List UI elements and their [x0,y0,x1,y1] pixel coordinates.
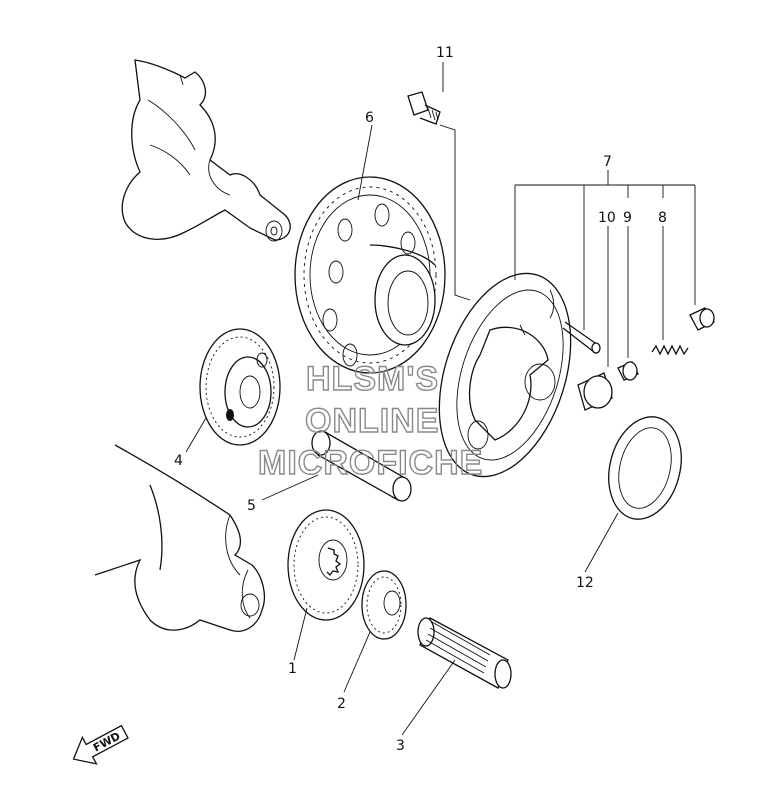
callout-2: 2 [337,696,346,712]
callout-8: 8 [658,210,667,226]
bolt [407,91,441,125]
forward-direction-arrow: FWD [72,724,129,765]
starter-shaft-assembly [94,444,266,632]
watermark-line-2: ONLINE [305,402,439,440]
drive-gear [361,570,407,640]
clutch-pin [562,321,601,354]
callout-1: 1 [288,661,297,677]
thrust-washer [608,416,682,520]
callout-11: 11 [436,45,454,61]
crankshaft [121,59,291,242]
callout-4: 4 [174,453,183,469]
watermark-line-3: MICROFICHE [258,444,483,482]
primary-gear [287,509,365,621]
clutch-plunger [617,361,639,381]
watermark: HLSM'S ONLINE MICROFICHE [257,359,483,482]
spring-cap [689,307,715,331]
idle-gear-shaft [311,430,412,502]
starter-wheel-gear [294,176,446,374]
callout-3: 3 [396,738,405,754]
callout-7: 7 [603,154,612,170]
watermark-line-1: HLSM'S [306,360,439,398]
callout-10: 10 [598,210,616,226]
starter-clutch-assembly [438,272,572,478]
clutch-roller [577,372,613,411]
callout-6: 6 [365,110,374,126]
callout-9: 9 [623,210,632,226]
callout-5: 5 [247,498,256,514]
idle-gear [199,328,281,446]
drive-shaft [417,617,512,689]
callout-12: 12 [576,575,594,591]
leader-lines [185,62,696,736]
clutch-spring [651,344,689,356]
